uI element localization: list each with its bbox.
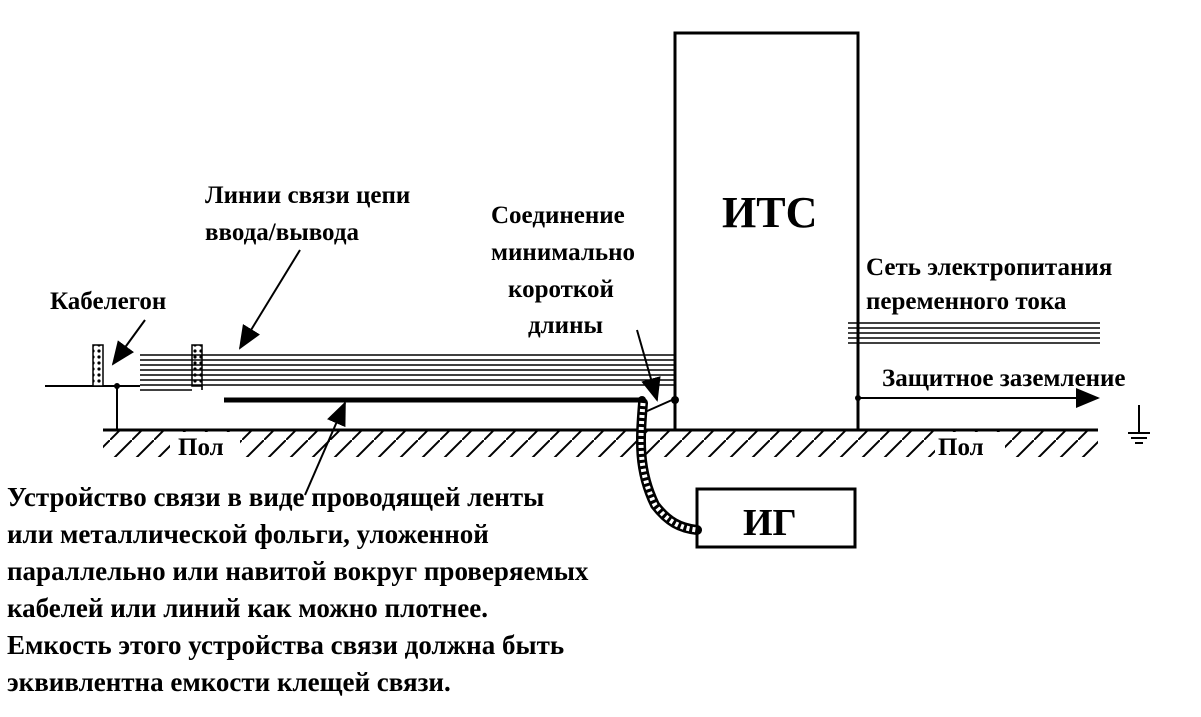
note-line-6: эквивлентна емкости клещей связи. [7, 667, 451, 697]
mains-label-1: Сеть электропитания [866, 254, 1112, 281]
floor [103, 428, 1098, 458]
floor-label-right: Пол [938, 434, 984, 461]
cable-duct-pointer [111, 319, 146, 366]
braided-cable-outline [635, 398, 702, 535]
io-lines-bundle [140, 354, 675, 391]
note-line-4: кабелей или линий как можно плотнее. [7, 593, 488, 623]
note-line-2: или металлической фольги, уложенной [7, 519, 489, 549]
protective-earth-label: Защитное заземление [882, 365, 1125, 392]
its-box [673, 31, 860, 432]
ig-box [695, 487, 857, 549]
connection-pointer [636, 329, 661, 402]
floor-label-left: Пол [178, 434, 224, 461]
ig-label: ИГ [743, 502, 797, 544]
io-lines-label-1: Линии связи цепи [205, 182, 410, 209]
cable-duct-post-left [92, 344, 104, 387]
its-label: ИТС [722, 188, 817, 237]
mains-label-2: переменного тока [866, 288, 1067, 315]
note-line-3: параллельно или навитой вокруг проверяем… [7, 556, 589, 586]
connection-label-1: Соединение [491, 202, 625, 229]
note-line-5: Емкость этого устройства связи должна бы… [7, 630, 564, 660]
note-line-1: Устройство связи в виде проводящей ленты [7, 482, 544, 512]
io-lines-label-2: ввода/вывода [205, 219, 359, 246]
connection-label-2: минимально [491, 239, 635, 266]
coupling-device-note: Устройство связи в виде проводящей ленты… [7, 482, 589, 697]
connection-label-3: короткой [508, 276, 614, 303]
connection-label-4: длины [528, 312, 603, 339]
protective-earth-line [855, 388, 1140, 433]
left-feed-line [45, 383, 140, 430]
cable-duct-label: Кабелегон [50, 288, 166, 315]
ac-mains-lines [848, 322, 1100, 344]
ground-symbol-icon [1128, 432, 1150, 444]
note-pointer [304, 401, 346, 496]
io-lines-pointer [238, 249, 301, 350]
